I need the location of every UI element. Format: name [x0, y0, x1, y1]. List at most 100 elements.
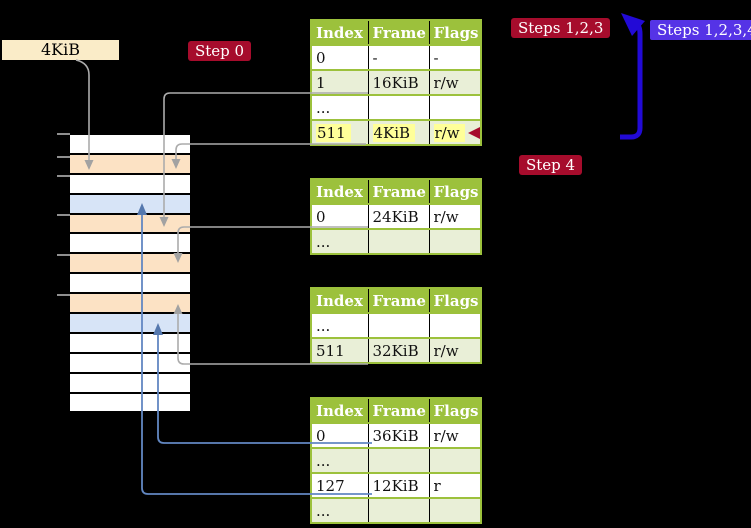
memory-frame-row: [70, 174, 190, 195]
memory-frame-row: [70, 373, 190, 394]
flags-cell: r/w: [429, 204, 481, 230]
column-header: Flags: [429, 179, 481, 205]
memory-frame-row: [70, 135, 190, 155]
flags-cell: r/w: [429, 423, 481, 449]
step-4-badge: Step 4: [519, 155, 583, 175]
memory-tick: [57, 294, 70, 296]
memory-frame-row: [70, 353, 190, 374]
memory-frame-row: [70, 314, 190, 334]
index-cell: 1: [311, 70, 369, 96]
table-row: 1 16KiB r/w: [311, 70, 481, 96]
index-cell: 511: [311, 120, 369, 146]
frame-cell: 24KiB: [368, 204, 430, 230]
flags-cell: [429, 229, 481, 255]
frame-cell: 12KiB: [368, 473, 430, 499]
flags-cell: r: [429, 473, 481, 499]
table-row: ...: [311, 229, 481, 255]
loop-arrow: [620, 21, 643, 140]
table-row: 127 12KiB r: [311, 473, 481, 499]
column-header: Flags: [429, 20, 481, 46]
column-header: Flags: [429, 288, 481, 314]
table-row: ...: [311, 313, 481, 339]
highlighted-value: r/w: [433, 123, 465, 142]
table-row: 0 - -: [311, 45, 481, 71]
memory-tick: [57, 133, 70, 135]
memory-frame-row: [70, 274, 190, 295]
frame-cell: [368, 448, 430, 474]
page-table-2: Index Frame Flags 0 24KiB r/w ...: [310, 178, 482, 255]
memory-frame-row: [70, 154, 190, 175]
highlighted-value: 511: [316, 123, 351, 142]
frame-cell: [368, 313, 430, 339]
column-header: Index: [311, 20, 369, 46]
connector-t1r511-to-frame: [175, 143, 366, 160]
frame-cell: -: [368, 45, 430, 71]
table-row-highlighted: 511 4KiB r/w: [311, 120, 481, 146]
memory-tick: [57, 214, 70, 216]
memory-tick: [57, 156, 70, 158]
index-cell: 511: [311, 338, 369, 364]
frame-cell: 32KiB: [368, 338, 430, 364]
column-header: Flags: [429, 398, 481, 424]
flags-cell: [429, 448, 481, 474]
flags-cell: r/w: [429, 70, 481, 96]
page-table-1: Index Frame Flags 0 - - 1 16KiB r/w ... …: [310, 19, 482, 146]
frame-cell: 36KiB: [368, 423, 430, 449]
memory-frame-row: [70, 214, 190, 235]
memory-frame-row: [70, 254, 190, 275]
memory-tick: [57, 175, 70, 177]
index-cell: 0: [311, 423, 369, 449]
memory-frame-row: [70, 234, 190, 255]
table-header-row: Index Frame Flags: [311, 288, 481, 314]
memory-frame-row: [70, 333, 190, 354]
steps-123-badge: Steps 1,2,3: [511, 18, 611, 38]
memory-frame-row: [70, 393, 190, 414]
table-row: ...: [311, 95, 481, 121]
frame-cell: 16KiB: [368, 70, 430, 96]
table-row: ...: [311, 498, 481, 524]
index-cell: 0: [311, 204, 369, 230]
table-row: ...: [311, 448, 481, 474]
memory-tick: [57, 254, 70, 256]
loop-arrowhead-icon: [621, 13, 645, 36]
flags-cell: -: [429, 45, 481, 71]
table-header-row: Index Frame Flags: [311, 20, 481, 46]
flags-cell: r/w: [429, 338, 481, 364]
steps-1234-badge: Steps 1,2,3,4: [650, 20, 751, 40]
frame-cell: [368, 95, 430, 121]
frame-cell: [368, 229, 430, 255]
column-header: Index: [311, 179, 369, 205]
flags-cell: [429, 498, 481, 524]
table-header-row: Index Frame Flags: [311, 179, 481, 205]
free-block-size-label: 4KiB: [2, 40, 119, 60]
flags-cell: r/w: [429, 120, 481, 146]
index-cell: ...: [311, 95, 369, 121]
table-row: 0 36KiB r/w: [311, 423, 481, 449]
page-table-4: Index Frame Flags 0 36KiB r/w ... 127 12…: [310, 397, 482, 524]
index-cell: ...: [311, 229, 369, 255]
column-header: Index: [311, 398, 369, 424]
page-table-3: Index Frame Flags ... 511 32KiB r/w: [310, 287, 482, 364]
index-cell: ...: [311, 448, 369, 474]
index-cell: ...: [311, 498, 369, 524]
memory-frame-row: [70, 194, 190, 215]
frame-cell: 4KiB: [368, 120, 430, 146]
step-0-badge: Step 0: [188, 41, 252, 61]
memory-frame-row: [70, 294, 190, 315]
table-row: 511 32KiB r/w: [311, 338, 481, 364]
column-header: Frame: [368, 179, 430, 205]
flags-cell: [429, 95, 481, 121]
column-header: Index: [311, 288, 369, 314]
column-header: Frame: [368, 398, 430, 424]
highlighted-value: 4KiB: [372, 123, 416, 142]
index-cell: 0: [311, 45, 369, 71]
column-header: Frame: [368, 288, 430, 314]
flags-cell: [429, 313, 481, 339]
frame-cell: [368, 498, 430, 524]
index-cell: ...: [311, 313, 369, 339]
table-header-row: Index Frame Flags: [311, 398, 481, 424]
physical-memory-column: [70, 133, 190, 414]
table-row: 0 24KiB r/w: [311, 204, 481, 230]
column-header: Frame: [368, 20, 430, 46]
